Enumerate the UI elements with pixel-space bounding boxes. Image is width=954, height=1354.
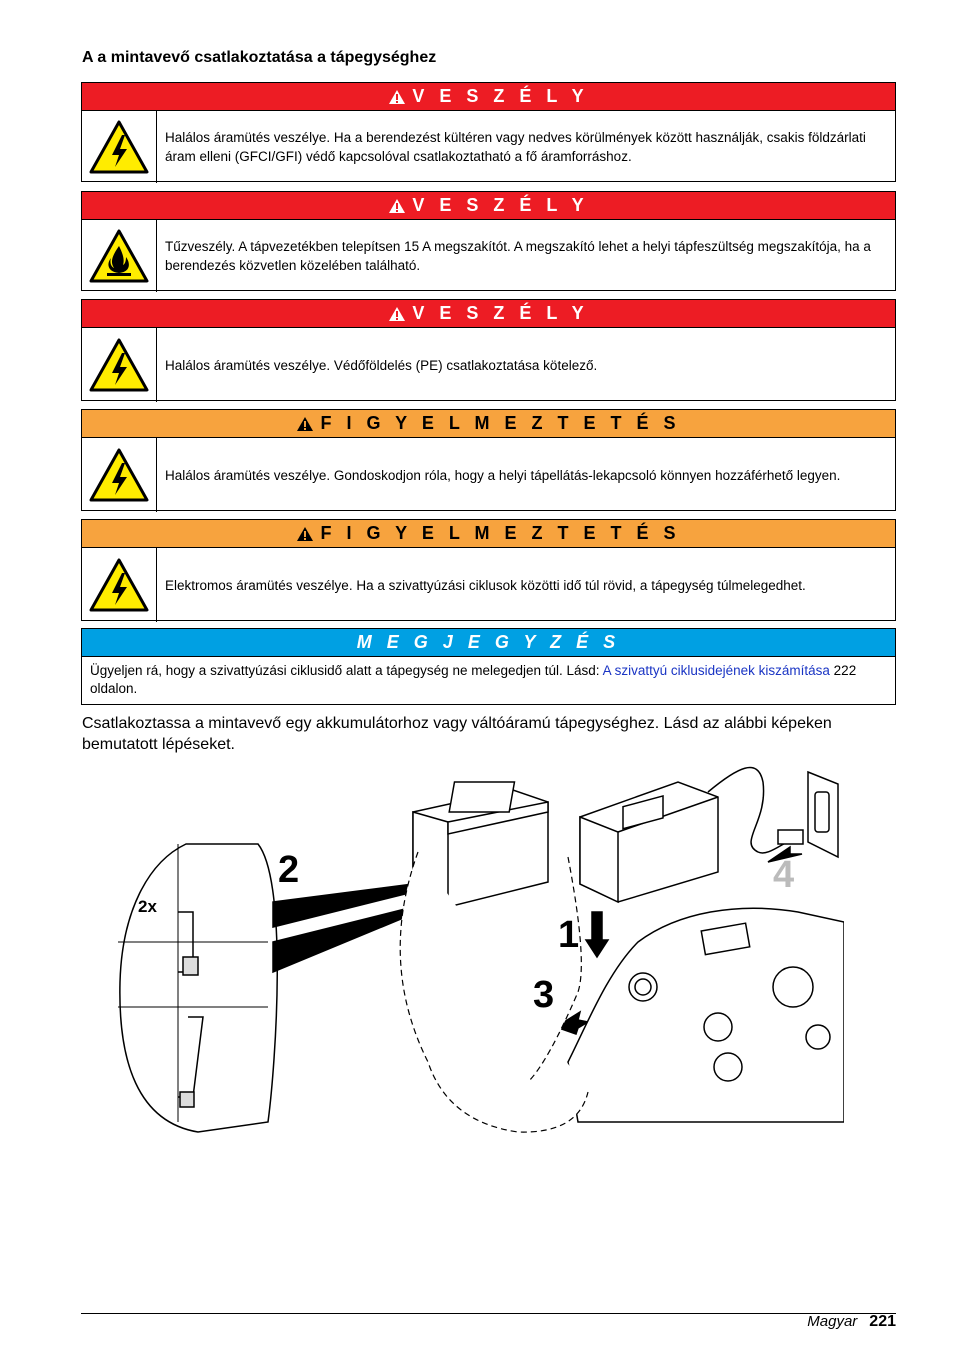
instruction-paragraph: Csatlakoztassa a mintavevő egy akkumulát… bbox=[82, 715, 832, 753]
electric-shock-icon bbox=[82, 111, 157, 183]
warning-label: F I G Y E L M E Z T E T É S bbox=[320, 413, 681, 433]
electric-shock-icon bbox=[82, 548, 157, 622]
danger-box-grounding: V E S Z É L Y Halálos áramütés veszélye.… bbox=[81, 299, 896, 402]
cycle-time-link[interactable]: A szivattyú ciklusidejének kiszámítása bbox=[602, 663, 830, 678]
warning-box-overheat: F I G Y E L M E Z T E T É S Elektromos á… bbox=[81, 519, 896, 622]
sampler-controller bbox=[567, 907, 845, 1123]
warning-triangle-icon bbox=[297, 416, 314, 431]
page-number: 221 bbox=[869, 1313, 896, 1330]
footer-language: Magyar bbox=[807, 1313, 858, 1330]
step-4-label: 4 bbox=[773, 854, 794, 896]
alert-text: Elektromos áramütés veszélye. Ha a sziva… bbox=[165, 577, 806, 593]
alert-text: Halálos áramütés veszélye. Védőföldelés … bbox=[165, 357, 598, 373]
alert-text: Halálos áramütés veszélye. Ha a berendez… bbox=[165, 130, 866, 164]
warning-label: F I G Y E L M E Z T E T É S bbox=[320, 523, 681, 543]
warning-header: F I G Y E L M E Z T E T É S bbox=[82, 520, 895, 548]
danger-header: V E S Z É L Y bbox=[82, 192, 895, 220]
danger-box-fire: V E S Z É L Y Tűzveszély. A tápvezetékbe… bbox=[81, 191, 896, 292]
arrow-step1 bbox=[584, 911, 610, 959]
connection-illustration: 2 1 3 4 2x bbox=[118, 762, 845, 1142]
warning-box-disconnect: F I G Y E L M E Z T E T É S Halálos áram… bbox=[81, 409, 896, 512]
danger-box-gfci: V E S Z É L Y Halálos áramütés veszélye.… bbox=[81, 82, 896, 183]
note-text-before: Ügyeljen rá, hogy a szivattyúzási ciklus… bbox=[90, 663, 603, 678]
warning-triangle-icon bbox=[389, 306, 406, 321]
electric-shock-icon bbox=[82, 328, 157, 402]
detail-oval bbox=[119, 843, 278, 1133]
danger-header: V E S Z É L Y bbox=[82, 83, 895, 111]
danger-header: V E S Z É L Y bbox=[82, 300, 895, 328]
wall-outlet bbox=[807, 770, 839, 859]
ac-power-supply bbox=[579, 781, 719, 904]
arrow-step4 bbox=[767, 845, 803, 863]
warning-triangle-icon bbox=[297, 526, 314, 541]
power-cables bbox=[399, 851, 589, 1133]
note-header: M E G J E G Y Z É S bbox=[82, 629, 895, 657]
step-2-label: 2 bbox=[278, 849, 299, 891]
page-footer: Magyar 221 bbox=[807, 1313, 896, 1331]
section-title: A a mintavevő csatlakoztatása a tápegysé… bbox=[82, 49, 437, 66]
danger-label: V E S Z É L Y bbox=[412, 303, 589, 323]
step-3-label: 3 bbox=[533, 974, 554, 1016]
alert-text: Tűzveszély. A tápvezetékben telepítsen 1… bbox=[165, 239, 871, 273]
danger-label: V E S Z É L Y bbox=[412, 195, 589, 215]
multiplier-label: 2x bbox=[138, 897, 157, 916]
warning-header: F I G Y E L M E Z T E T É S bbox=[82, 410, 895, 438]
warning-triangle-icon bbox=[389, 198, 406, 213]
warning-triangle-icon bbox=[389, 89, 406, 104]
danger-label: V E S Z É L Y bbox=[412, 86, 589, 106]
step-1-label: 1 bbox=[558, 914, 579, 956]
note-box: M E G J E G Y Z É S Ügyeljen rá, hogy a … bbox=[81, 628, 896, 705]
electric-shock-icon bbox=[82, 438, 157, 512]
note-text-after: 222 oldalon. bbox=[90, 663, 857, 696]
fire-hazard-icon bbox=[82, 220, 157, 292]
alert-text: Halálos áramütés veszélye. Gondoskodjon … bbox=[165, 467, 841, 483]
note-text: Ügyeljen rá, hogy a szivattyúzási ciklus… bbox=[82, 657, 895, 703]
footer-rule bbox=[81, 1313, 896, 1314]
